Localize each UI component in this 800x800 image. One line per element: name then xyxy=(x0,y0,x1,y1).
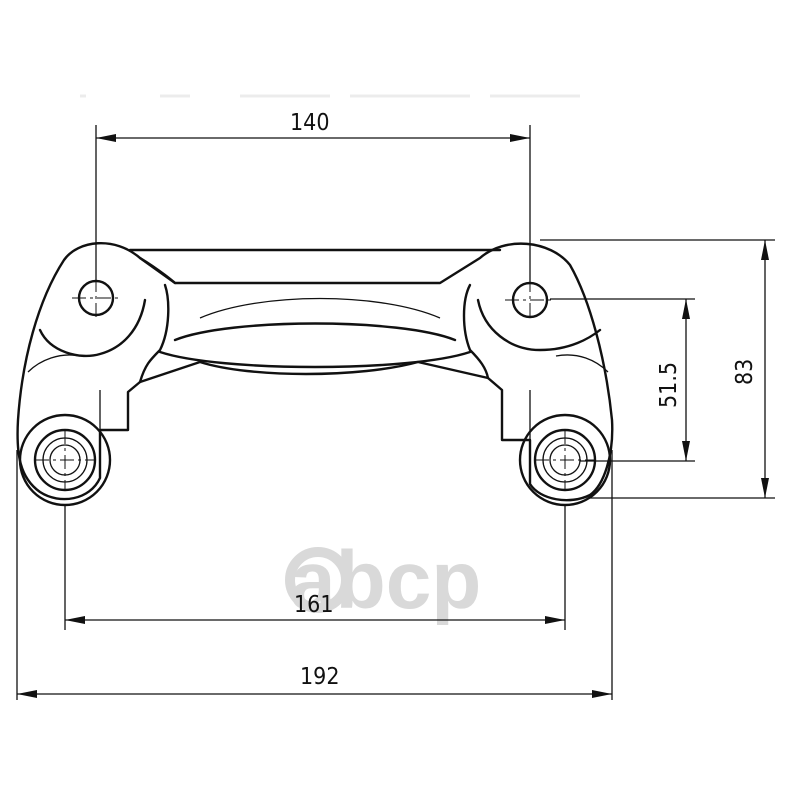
dimension-inner-height: 51.5 xyxy=(656,299,690,461)
bracket-outline xyxy=(16,242,614,502)
center-lines xyxy=(35,278,595,490)
dimension-label-inner-height: 51.5 xyxy=(656,362,682,408)
extension-lines xyxy=(16,125,775,700)
dimension-label-bottom-overall-span: 192 xyxy=(300,664,340,690)
dimension-label-top-span: 140 xyxy=(290,110,330,136)
dimension-label-bottom-inner-span: 161 xyxy=(294,592,334,618)
watermark-logo: abcp xyxy=(285,535,481,626)
dimension-height-right: 83 xyxy=(732,240,769,498)
dimension-label-height-right: 83 xyxy=(732,359,758,385)
watermark-text: abcp xyxy=(290,535,481,626)
dimension-bottom-inner-span: 161 xyxy=(65,592,565,624)
dimension-top-span: 140 xyxy=(96,110,530,142)
dimension-bottom-overall-span: 192 xyxy=(17,664,612,698)
